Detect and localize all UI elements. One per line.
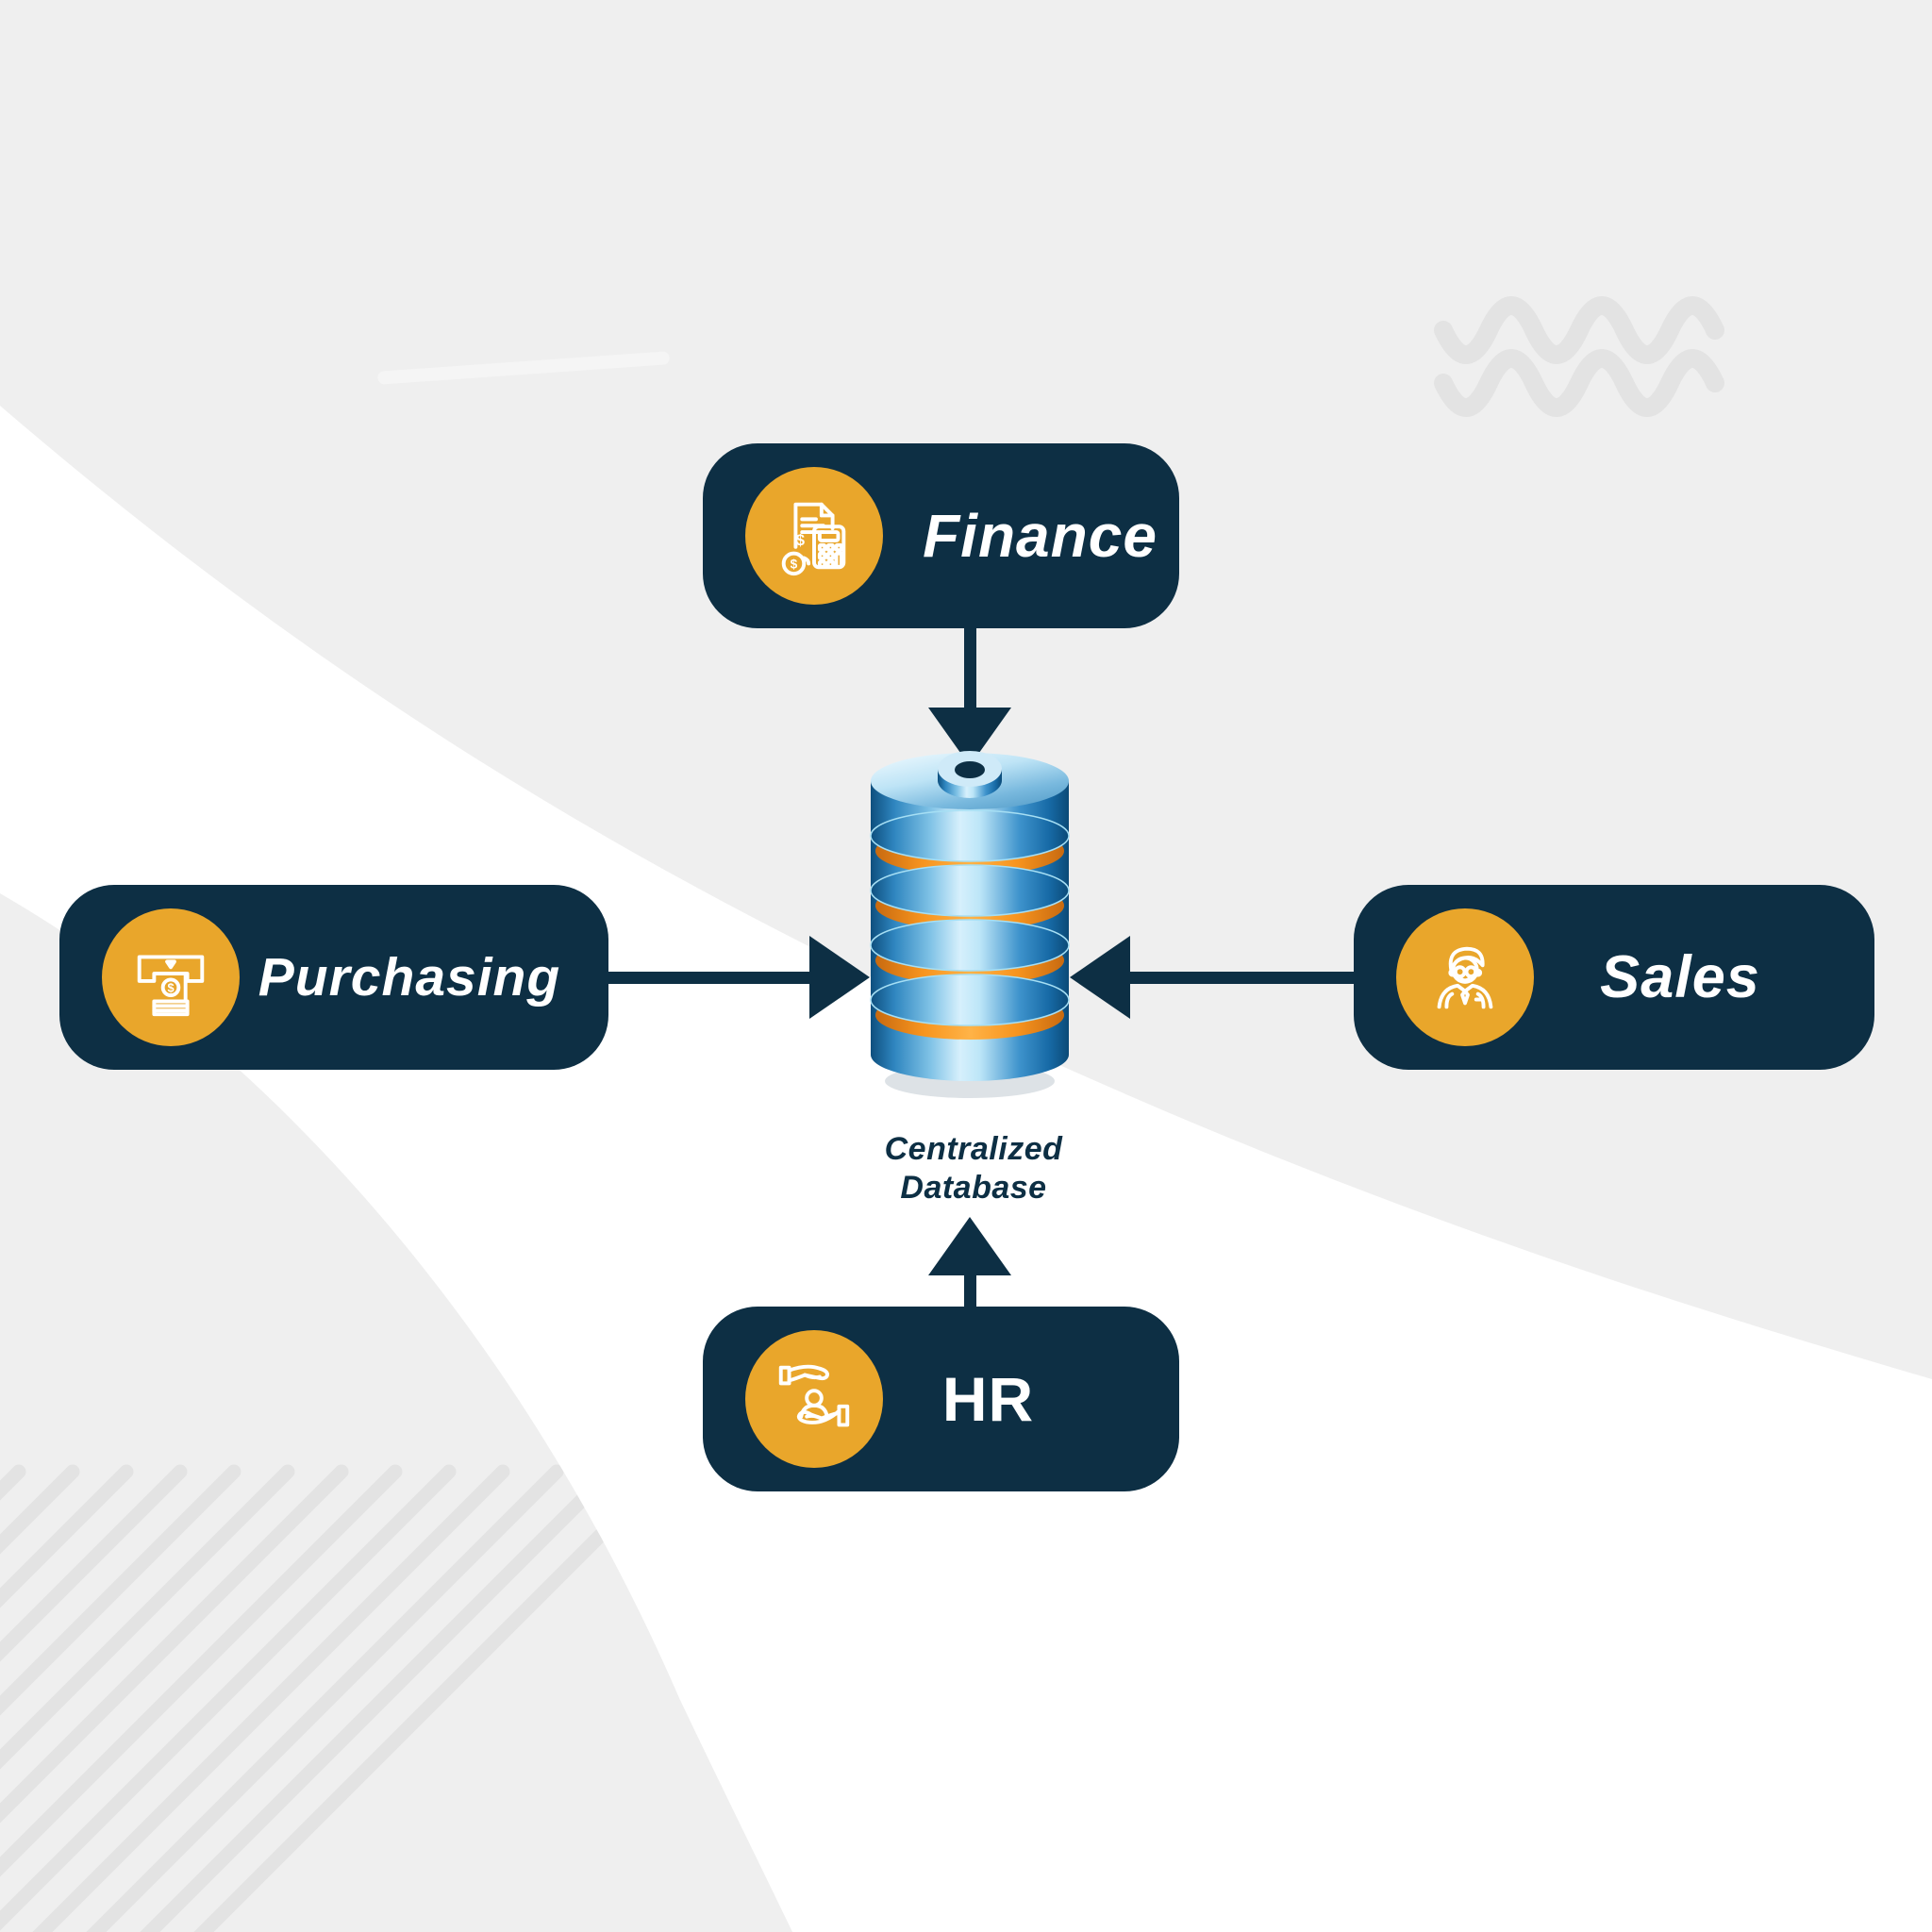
caption-line-1: Centralized (884, 1131, 1063, 1167)
hr-icon-circle (745, 1330, 883, 1468)
purchasing-arrowhead-right-icon (809, 936, 870, 1019)
sales-to-database-arrow-line (1130, 972, 1356, 984)
svg-text:$: $ (796, 531, 806, 549)
hr-to-database-arrow-line (964, 1274, 976, 1309)
finance-document-calculator-icon: $ $ (781, 502, 846, 576)
node-purchasing: $ Purchasing (59, 885, 608, 1070)
faint-streak (377, 351, 670, 385)
caption-line-2: Database (900, 1169, 1047, 1206)
sales-label: Sales (1600, 944, 1760, 1010)
sales-arrowhead-left-icon (1070, 936, 1130, 1019)
finance-label: Finance (923, 502, 1158, 570)
hr-label: HR (941, 1364, 1035, 1434)
finance-icon-circle: $ $ (745, 467, 883, 605)
finance-to-database-arrow-line (964, 626, 976, 711)
purchasing-icon-circle: $ (102, 908, 240, 1046)
salesperson-icon (1437, 946, 1493, 1009)
svg-text:$: $ (791, 557, 798, 571)
cash-dispenser-icon: $ (137, 955, 205, 1017)
node-finance: $ $ Finance (703, 443, 1179, 628)
sales-icon-circle (1396, 908, 1534, 1046)
node-sales: Sales (1354, 885, 1874, 1070)
hr-arrowhead-up-icon (928, 1217, 1011, 1275)
purchasing-label: Purchasing (258, 947, 561, 1008)
centralized-database-caption: Centralized Database (785, 1130, 1162, 1208)
purchasing-to-database-arrow-line (604, 972, 813, 984)
database-cylinder-illustration (861, 751, 1078, 1115)
wavy-lines (1434, 296, 1724, 417)
svg-text:$: $ (167, 981, 174, 995)
diagonal-stripes (0, 1464, 672, 1932)
node-hr: HR (703, 1307, 1179, 1491)
hands-care-person-icon (778, 1364, 850, 1427)
